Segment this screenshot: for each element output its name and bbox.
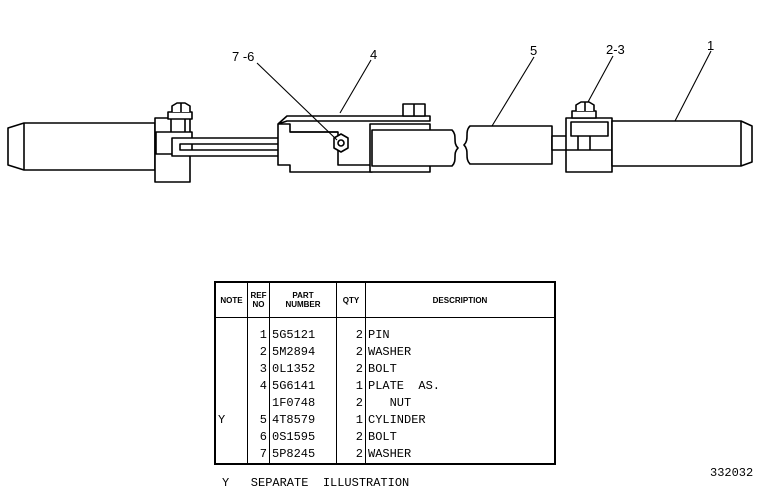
row-qty: 2 [336, 344, 366, 361]
row-description: PIN [368, 328, 390, 342]
row-description: PLATE AS. [368, 379, 441, 393]
row-qty: 2 [336, 446, 366, 464]
row-qty: 1 [336, 412, 366, 429]
table-row: 7 5P8245 2 WASHER [215, 446, 555, 464]
table-row: 2 5M2894 2 WASHER [215, 344, 555, 361]
nut [333, 133, 349, 153]
row-description: NUT [368, 396, 412, 410]
table-header-row: NOTE REF NO PART NUMBER QTY DESCRIPTION [214, 281, 556, 318]
row-part-number: 4T8579 [269, 412, 337, 429]
row-ref: 1 [247, 327, 270, 344]
callout-5: 5 [530, 43, 538, 58]
row-part-number: 5M2894 [269, 344, 337, 361]
table-row: 3 0L1352 2 BOLT [215, 361, 555, 378]
row-description: CYLINDER [368, 413, 426, 427]
row-qty: 2 [336, 327, 366, 344]
row-ref: 7 [247, 446, 270, 464]
row-note [215, 446, 248, 464]
header-note: NOTE [214, 281, 248, 318]
header-ref-no: REF NO [247, 281, 270, 318]
right-clevis-block [565, 117, 613, 173]
row-description: WASHER [368, 447, 412, 461]
table-row: 1F0748 2 NUT [215, 395, 555, 412]
parts-table: NOTE REF NO PART NUMBER QTY DESCRIPTION … [214, 281, 556, 465]
table-spacer-row [215, 317, 555, 327]
row-part-number: 5G5121 [269, 327, 337, 344]
row-ref [247, 395, 270, 412]
cylinder-right-section [463, 125, 573, 165]
row-qty: 2 [336, 429, 366, 446]
figure-number: 332032 [710, 466, 754, 480]
row-note [215, 361, 248, 378]
row-note [215, 344, 248, 361]
callout-1: 1 [707, 38, 715, 53]
exploded-assembly-drawing [7, 50, 753, 183]
row-description: BOLT [368, 362, 397, 376]
row-ref: 4 [247, 378, 270, 395]
callout-7-6: 7 -6 [232, 49, 255, 64]
table-row: 6 0S1595 2 BOLT [215, 429, 555, 446]
header-part-number: PART NUMBER [269, 281, 337, 318]
table-row: 4 5G6141 1 PLATE AS. [215, 378, 555, 395]
row-note [215, 429, 248, 446]
row-part-number: 5P8245 [269, 446, 337, 464]
row-ref: 3 [247, 361, 270, 378]
callout-2-3: 2-3 [606, 42, 625, 57]
header-part-line1: PART [292, 291, 314, 300]
row-description: WASHER [368, 345, 412, 359]
left-rod-end [7, 122, 156, 171]
left-bolt-washer [167, 102, 193, 120]
row-qty: 2 [336, 361, 366, 378]
row-ref: 5 [247, 412, 270, 429]
right-bolt-washer [571, 101, 597, 119]
row-note [215, 395, 248, 412]
row-part-number: 0S1595 [269, 429, 337, 446]
row-part-number: 0L1352 [269, 361, 337, 378]
header-description: DESCRIPTION [365, 281, 556, 318]
header-qty: QTY [336, 281, 366, 318]
callout-4: 4 [370, 47, 378, 62]
header-ref-line2: NO [252, 300, 265, 309]
row-part-number: 1F0748 [269, 395, 337, 412]
row-ref: 2 [247, 344, 270, 361]
row-note [215, 378, 248, 395]
row-note [215, 327, 248, 344]
row-qty: 2 [336, 395, 366, 412]
row-description: BOLT [368, 430, 397, 444]
header-part-line2: NUMBER [285, 300, 321, 309]
cylinder-left-section [371, 129, 459, 167]
row-part-number: 5G6141 [269, 378, 337, 395]
row-ref: 6 [247, 429, 270, 446]
table-row: Y 5 4T8579 1 CYLINDER [215, 412, 555, 429]
right-rod-end [611, 120, 753, 167]
row-qty: 1 [336, 378, 366, 395]
header-ref-line1: REF [250, 291, 267, 300]
footnote-separate-illustration: Y SEPARATE ILLUSTRATION [222, 476, 410, 490]
table-row: 1 5G5121 2 PIN [215, 327, 555, 344]
row-note: Y [215, 412, 248, 429]
leader-lines [256, 50, 712, 141]
